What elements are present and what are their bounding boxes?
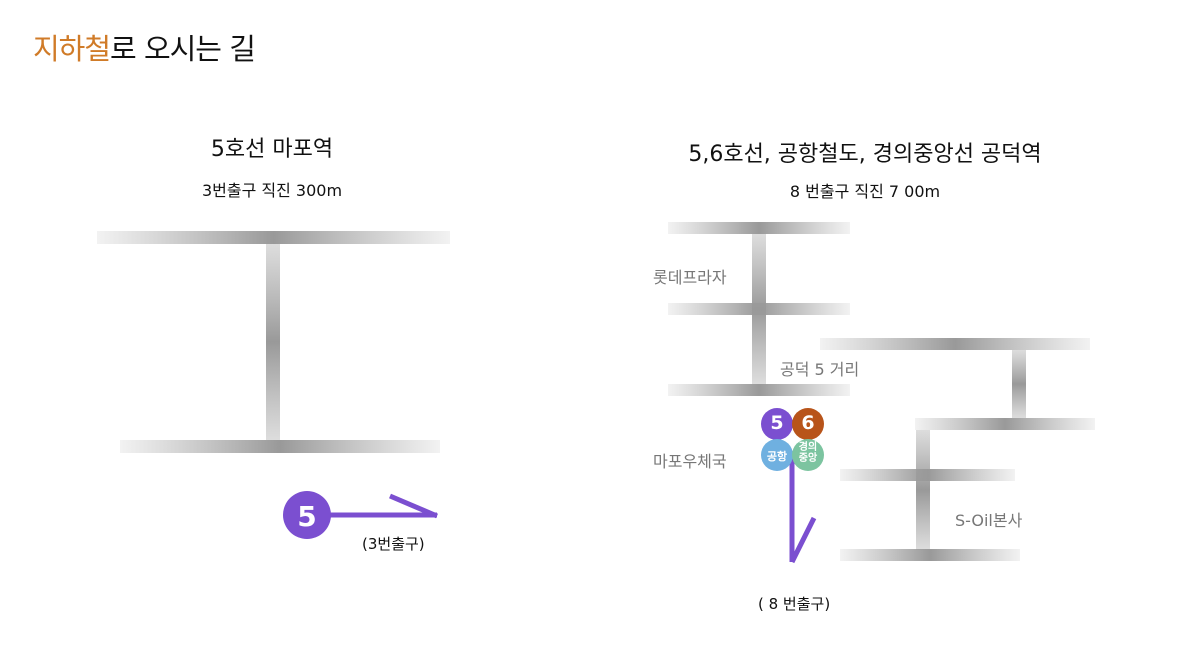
line5-badge: 5 — [297, 500, 317, 533]
landmark-gongdeok-5: 공덕 5 거리 — [780, 360, 860, 379]
right-map-roads — [668, 222, 1095, 561]
left-direction: 3번출구 직진 300m — [201, 181, 343, 200]
page-title: 지하철로 오시는 길 — [33, 32, 256, 66]
right-station-title: 5,6호선, 공항철도, 경의중앙선 공덕역 — [688, 142, 1042, 167]
badge-airport: 공항 — [766, 450, 788, 463]
right-direction: 8 번출구 직진 7 00m — [789, 182, 941, 201]
badge-line5: 5 — [770, 412, 784, 434]
landmark-soil: S-Oil본사 — [955, 511, 1023, 530]
landmark-lotte: 롯데프라자 — [653, 268, 727, 287]
left-map-roads — [97, 231, 450, 453]
left-exit-label: (3번출구) — [362, 535, 425, 553]
right-exit-label: ( 8 번출구) — [758, 595, 831, 613]
left-station-title: 5호선 마포역 — [210, 137, 334, 162]
badge-line6: 6 — [801, 412, 815, 434]
landmark-post-office: 마포우체국 — [653, 452, 727, 471]
left-exit-arrow — [283, 491, 438, 539]
right-exit-arrow — [789, 455, 817, 564]
